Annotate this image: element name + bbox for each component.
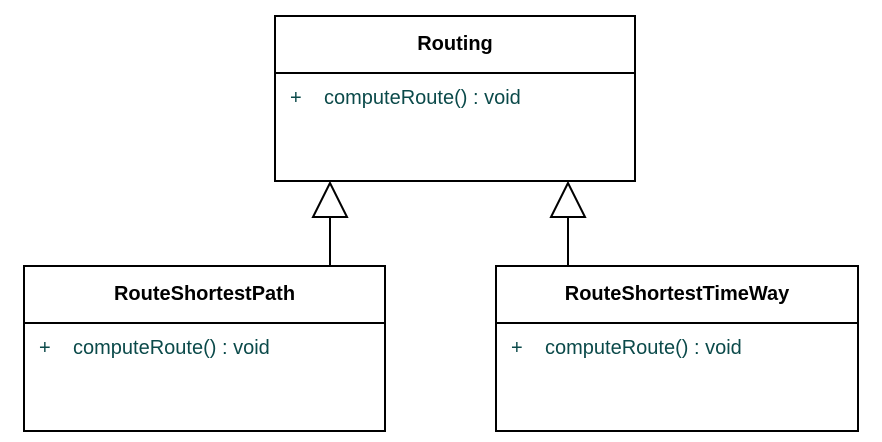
class-name-route-shortest-path: RouteShortestPath xyxy=(25,267,384,324)
class-name-routing: Routing xyxy=(276,17,634,74)
class-operations-route-shortest-path: + computeRoute() : void xyxy=(25,324,384,360)
operation-row: + computeRoute() : void xyxy=(497,336,857,360)
generalization-route-shortest-time-way xyxy=(549,180,587,265)
generalization-route-shortest-path xyxy=(311,180,349,265)
operation-signature: computeRoute() : void xyxy=(73,336,270,359)
operation-signature: computeRoute() : void xyxy=(545,336,742,359)
operation-visibility: + xyxy=(511,336,523,359)
class-route-shortest-time-way[interactable]: RouteShortestTimeWay + computeRoute() : … xyxy=(495,265,859,432)
class-operations-route-shortest-time-way: + computeRoute() : void xyxy=(497,324,857,360)
operation-row: + computeRoute() : void xyxy=(276,86,634,110)
class-operations-routing: + computeRoute() : void xyxy=(276,74,634,110)
operation-visibility: + xyxy=(39,336,51,359)
class-name-route-shortest-time-way: RouteShortestTimeWay xyxy=(497,267,857,324)
class-route-shortest-path[interactable]: RouteShortestPath + computeRoute() : voi… xyxy=(23,265,386,432)
inheritance-arrowhead-icon xyxy=(311,180,349,218)
inheritance-arrowhead-icon xyxy=(549,180,587,218)
operation-row: + computeRoute() : void xyxy=(25,336,384,360)
class-routing[interactable]: Routing + computeRoute() : void xyxy=(274,15,636,182)
operation-visibility: + xyxy=(290,86,302,109)
operation-signature: computeRoute() : void xyxy=(324,86,521,109)
